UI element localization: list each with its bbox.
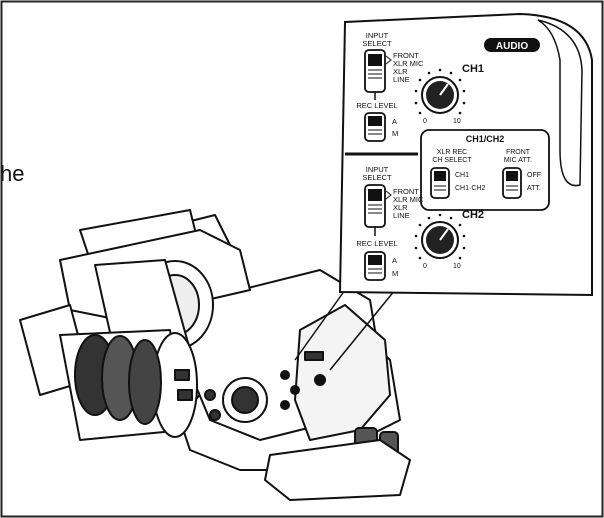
audio-badge-text: AUDIO: [496, 41, 528, 52]
ch1-opt-line: LINE: [393, 75, 410, 84]
xlr-rec-label: XLR REC: [437, 149, 467, 156]
camcorder-body: [19, 209, 411, 501]
opt-att: ATT.: [527, 185, 541, 192]
ch1-opt-front: FRONT: [393, 51, 419, 60]
ch2-input-select-label: INPUT: [366, 165, 389, 174]
leader-line: [329, 289, 396, 371]
ch1-dial-max: 10: [453, 118, 461, 125]
front-mic-att-label: FRONT: [506, 149, 531, 156]
ch1-label: CH1: [462, 63, 484, 75]
cropped-text: he: [0, 161, 25, 186]
front-mic-att-label-2: MIC ATT.: [504, 157, 532, 164]
ch2-section: INPUT SELECT FRONT XLR MIC XLR LINE REC …: [356, 165, 484, 281]
ch1-ch2-group: CH1/CH2 XLR REC CH SELECT CH1 CH1·CH2 FR…: [420, 129, 550, 211]
leader-line: [294, 289, 346, 361]
ch1-opt-xlr: XLR: [393, 67, 408, 76]
ch2-opt-line: LINE: [393, 211, 410, 220]
opt-ch1: CH1: [455, 172, 469, 179]
ch2-opt-a: A: [392, 256, 397, 265]
opt-off: OFF: [527, 172, 541, 179]
ch1-opt-m: M: [392, 129, 398, 138]
ch2-opt-xlrmic: XLR MIC: [393, 195, 424, 204]
ch1-dial-min: 0: [423, 118, 427, 125]
opt-ch1ch2: CH1·CH2: [455, 185, 485, 192]
ch1-opt-xlrmic: XLR MIC: [393, 59, 424, 68]
ch1-section: INPUT SELECT FRONT XLR MIC XLR LINE REC …: [356, 31, 484, 142]
ch1-input-select-label: INPUT: [366, 31, 389, 40]
ch2-opt-xlr: XLR: [393, 203, 408, 212]
ch2-opt-front: FRONT: [393, 187, 419, 196]
ch2-dial-max: 10: [453, 263, 461, 270]
audio-panel: AUDIO INPUT SELECT FRONT XLR MIC XLR LIN…: [338, 12, 593, 297]
ch2-rec-level-label: REC LEVEL: [356, 239, 397, 248]
ch2-opt-m: M: [392, 269, 398, 278]
ch1-input-select-label-2: SELECT: [362, 39, 392, 48]
ch2-input-select-label-2: SELECT: [362, 173, 392, 182]
xlr-rec-label-2: CH SELECT: [432, 157, 472, 164]
ch2-dial-min: 0: [423, 263, 427, 270]
ch1-rec-level-label: REC LEVEL: [356, 101, 397, 110]
group-title: CH1/CH2: [466, 134, 505, 144]
ch1-opt-a: A: [392, 117, 397, 126]
audio-badge: [484, 38, 540, 52]
ch2-label: CH2: [462, 209, 484, 221]
